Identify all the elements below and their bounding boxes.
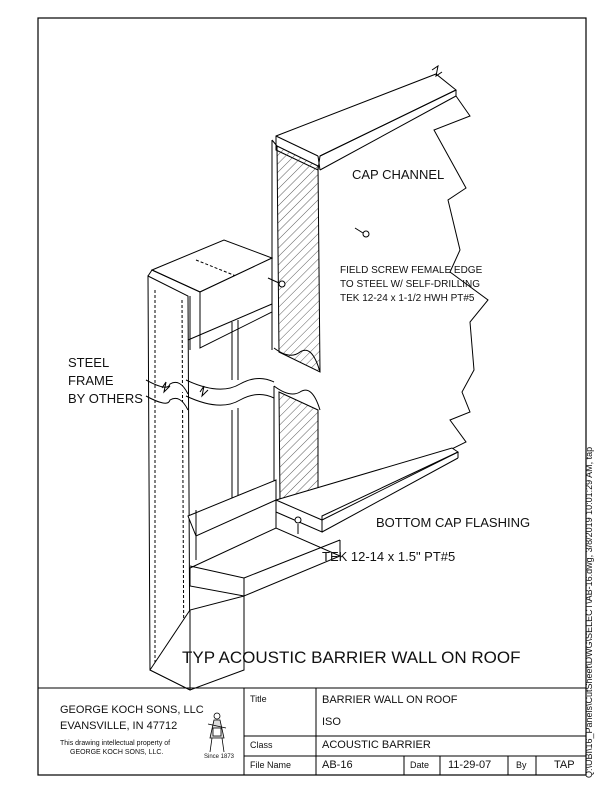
company-logo-icon (207, 712, 227, 753)
property-note-2: GEORGE KOCH SONS, LLC. (70, 749, 164, 756)
file-name-label: File Name (250, 760, 292, 770)
label-steel-frame: STEEL FRAME BY OTHERS (68, 354, 143, 408)
field-screw-line-1: FIELD SCREW FEMALE EDGE (340, 265, 483, 276)
panel-break-line (317, 95, 489, 516)
file-name-value: AB-16 (322, 759, 353, 771)
class-value: ACOUSTIC BARRIER (322, 739, 431, 751)
field-screw-line-3: TEK 12-24 x 1-1/2 HWH PT#5 (340, 293, 475, 304)
steel-frame-line-2: FRAME (68, 373, 114, 388)
title-value-1: BARRIER WALL ON ROOF (322, 694, 458, 706)
steel-frame (145, 239, 342, 691)
by-value: TAP (554, 759, 575, 771)
date-value: 11-29-07 (448, 759, 492, 771)
label-tek-bottom: TEK 12-14 x 1.5" PT#5 (322, 549, 456, 564)
company-city: EVANSVILLE, IN 47712 (60, 720, 178, 732)
drawing-title: TYP ACOUSTIC BARRIER WALL ON ROOF (182, 648, 521, 667)
label-bottom-cap-flashing: BOTTOM CAP FLASHING (376, 515, 531, 530)
by-label: By (516, 760, 527, 770)
field-screw-line-2: TO STEEL W/ SELF-DRILLING (340, 279, 481, 290)
screw-icon (267, 227, 370, 534)
barrier-wall (271, 64, 489, 533)
property-note-1: This drawing intellectual property of (60, 740, 171, 747)
label-field-screw: FIELD SCREW FEMALE EDGE TO STEEL W/ SELF… (340, 264, 482, 306)
drawing-border (37, 17, 587, 776)
title-value-2: ISO (322, 716, 341, 728)
title-label: Title (250, 694, 267, 704)
steel-frame-line-3: BY OTHERS (68, 391, 143, 406)
company-name: GEORGE KOCH SONS, LLC (60, 704, 204, 716)
logo-since: Since 1873 (204, 754, 235, 760)
label-cap-channel: CAP CHANNEL (352, 167, 445, 182)
class-label: Class (250, 740, 273, 750)
date-label: Date (410, 760, 430, 770)
steel-frame-line-1: STEEL (68, 355, 110, 370)
